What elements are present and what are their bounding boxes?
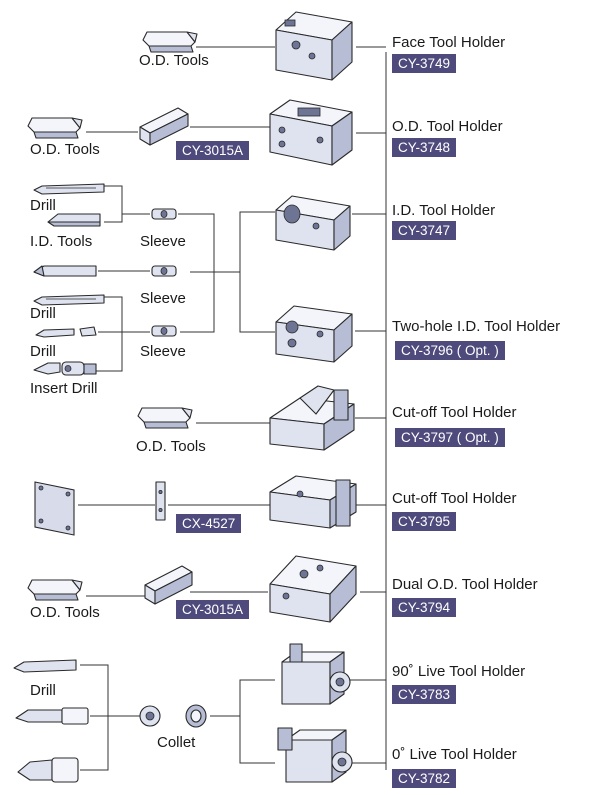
holder-code-7: CY-3794 xyxy=(392,598,457,617)
cutoff-holder-1-icon xyxy=(269,385,355,451)
accessory-code-wedge: CX-4527 xyxy=(176,514,242,533)
holder-code-5: CY-3797 ( Opt. ) xyxy=(395,428,505,447)
sleeve-1-icon xyxy=(151,208,177,220)
drill-label-3: Drill xyxy=(30,343,56,360)
od-tools-label-4: O.D. Tools xyxy=(30,604,100,621)
holder-name-8: 90˚ Live Tool Holder xyxy=(392,663,526,680)
od-tool-bit-4-icon xyxy=(27,579,83,601)
drill-label-4: Drill xyxy=(30,682,56,699)
face-tool-holder-icon xyxy=(275,11,353,81)
holder-name-6: Cut-off Tool Holder xyxy=(392,490,517,507)
accessory-code-spacer-b: CY-3015A xyxy=(176,600,250,619)
collet-icon xyxy=(185,704,207,728)
dual-od-holder-icon xyxy=(269,555,357,623)
holder-code-6: CY-3795 xyxy=(392,512,457,531)
live-drill-2-icon xyxy=(15,707,89,725)
holder-code-1: CY-3749 xyxy=(392,54,457,73)
sleeve-label-3: Sleeve xyxy=(140,343,186,360)
boring-bar-icon xyxy=(33,265,97,277)
sleeve-label-1: Sleeve xyxy=(140,233,186,250)
holder-name-5: Cut-off Tool Holder xyxy=(392,404,517,421)
holder-code-2: CY-3748 xyxy=(392,138,457,157)
od-tool-bit-3-icon xyxy=(137,407,193,429)
holder-code-4: CY-3796 ( Opt. ) xyxy=(395,341,505,360)
end-mill-icon xyxy=(17,757,79,783)
insert-drill-icon xyxy=(33,361,97,376)
collet-label: Collet xyxy=(157,734,196,751)
od-tool-bit-2-icon xyxy=(27,117,83,139)
holder-name-4: Two-hole I.D. Tool Holder xyxy=(392,318,561,335)
id-tool-bar-icon xyxy=(47,213,101,227)
two-hole-id-holder-icon xyxy=(275,305,353,363)
od-tool-holder-icon xyxy=(269,99,353,166)
holder-code-9: CY-3782 xyxy=(392,769,457,788)
holder-connectors xyxy=(350,46,386,764)
drill-label-1: Drill xyxy=(30,197,56,214)
id-tools-label: I.D. Tools xyxy=(30,233,93,250)
holder-code-8: CY-3783 xyxy=(392,685,457,704)
holder-code-3: CY-3747 xyxy=(392,221,457,240)
sleeve-label-2: Sleeve xyxy=(140,290,186,307)
drill-1-icon xyxy=(33,183,105,195)
spacer-bar-1-icon xyxy=(139,107,189,146)
live-holder-0-icon xyxy=(277,727,353,783)
holder-name-3: I.D. Tool Holder xyxy=(392,202,496,219)
sleeve-2-icon xyxy=(151,265,177,277)
holder-name-9: 0˚ Live Tool Holder xyxy=(392,746,517,763)
drill-2-icon xyxy=(33,294,105,306)
holder-name-7: Dual O.D. Tool Holder xyxy=(392,576,538,593)
spacer-bar-2-icon xyxy=(144,565,193,605)
id-tool-holder-icon xyxy=(275,195,351,251)
od-tools-label-1: O.D. Tools xyxy=(139,52,209,69)
cutoff-holder-2-icon xyxy=(269,475,357,529)
drill-3-icon xyxy=(35,326,97,338)
od-tool-bit-1-icon xyxy=(142,31,198,53)
holder-name-2: O.D. Tool Holder xyxy=(392,118,503,135)
insert-drill-label: Insert Drill xyxy=(30,380,98,397)
sleeve-3-icon xyxy=(151,325,177,337)
small-wedge-icon xyxy=(155,481,166,521)
collet-nut-icon xyxy=(139,705,161,727)
live-holder-90-icon xyxy=(281,643,351,705)
live-drill-1-icon xyxy=(13,659,77,673)
od-tools-label-3: O.D. Tools xyxy=(136,438,206,455)
holder-name-1: Face Tool Holder xyxy=(392,34,506,51)
drill-label-2: Drill xyxy=(30,305,56,322)
tool-connectors xyxy=(78,46,275,771)
od-tools-label-2: O.D. Tools xyxy=(30,141,100,158)
accessory-code-spacer-a: CY-3015A xyxy=(176,141,250,160)
wedge-plate-icon xyxy=(34,481,75,536)
